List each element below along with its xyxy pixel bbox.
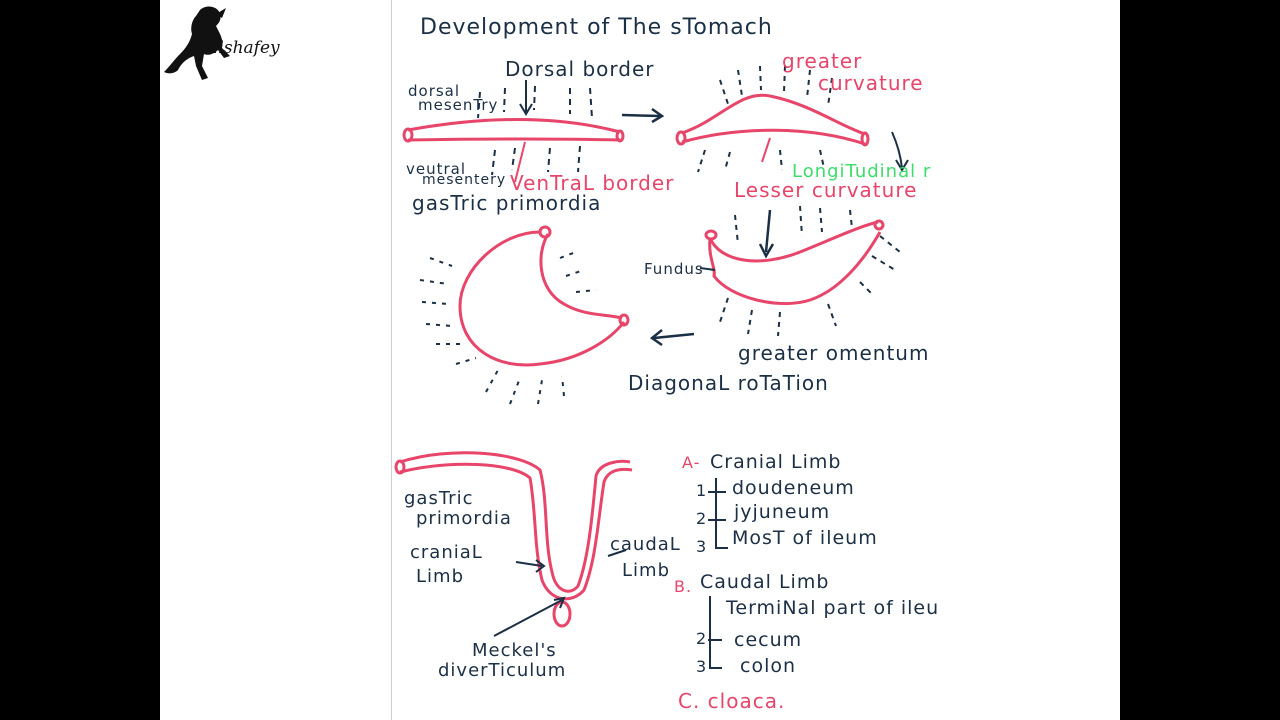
stomach-stage-2 (675, 93, 870, 147)
legend-a-num-1: 1 (696, 481, 707, 500)
midgut-caudal-limb-1: caudaL (610, 534, 681, 555)
greater-curvature-label-2: curvature (818, 71, 924, 95)
longitudinal-rotation-arrow-icon (891, 131, 909, 172)
midgut-cranial-limb-1: craniaL (410, 542, 483, 563)
stomach-midgut-drawing: Development of The sTomach Dorsal border… (394, 15, 939, 713)
stomach-stage-2-mesentery (697, 65, 833, 173)
fundus-pointer (699, 267, 716, 271)
legend-b-num-3: 3 (696, 657, 707, 676)
legend-b-item-3: colon (740, 655, 796, 677)
midgut-gastric-primordia-2: primordia (416, 508, 512, 529)
legend-b-num-2: 2 (696, 629, 707, 648)
midgut-loop (394, 451, 633, 628)
greater-omentum-label: greater omentum (738, 341, 929, 365)
lesser-curvature-label: Lesser curvature (734, 178, 917, 202)
dorsal-mesentery-label-1: dorsal (408, 82, 460, 100)
stomach-stage-4-mesentery (419, 251, 597, 405)
legend-a-num-2: 2 (696, 509, 707, 528)
elshafey-logo: Elshafey (160, 0, 290, 90)
fundus-label: Fundus (644, 260, 704, 278)
dorsal-border-label: Dorsal border (505, 57, 654, 81)
arrow-down-icon (758, 209, 775, 259)
horse-icon (164, 6, 230, 80)
legend-b-title: Caudal Limb (700, 571, 829, 593)
longitudinal-rotation-label: LongiTudinal r (792, 161, 931, 182)
dorsal-mesentery-label-2: mesenTry (418, 96, 498, 114)
midgut-pointers (493, 549, 627, 637)
ventral-mesentery-label-2: mesentery (422, 172, 506, 188)
greater-curvature-label-1: greater (782, 49, 862, 73)
logo-text: Elshafey (206, 38, 280, 58)
ventral-border-label: VenTraL border (510, 171, 674, 195)
legend-brackets (708, 478, 728, 669)
legend-a-item-3: MosT of ileum (732, 527, 878, 549)
stomach-stage-3 (704, 219, 885, 306)
stomach-stage-1 (402, 117, 625, 143)
ventral-mesentery-label-1: veutral (406, 160, 466, 178)
legend-a-title: Cranial Limb (710, 451, 841, 473)
stomach-stage-4 (458, 225, 630, 367)
legend-b-item-2: cecum (734, 629, 802, 651)
legend-a-marker: A- (682, 453, 700, 472)
dorsal-mesentery-lines (477, 85, 593, 176)
meckels-label-2: diverTiculum (438, 660, 566, 681)
legend-a-item-2: jyjuneum (733, 501, 830, 523)
legend-b-marker: B. (674, 577, 692, 596)
ventral-border-pointer (514, 141, 526, 183)
midgut-cranial-limb-2: Limb (416, 566, 464, 587)
page-title: Development of The sTomach (420, 15, 773, 40)
legend-b-item-1: TermiNal part of ileu (725, 597, 939, 619)
gastric-primordia-label: gasTric primordia (412, 191, 601, 215)
meckels-label-1: Meckel's (472, 640, 557, 661)
arrow-right-icon (621, 107, 665, 124)
arrow-left-icon (649, 329, 695, 347)
legend-a-item-1: doudeneum (732, 477, 855, 499)
legend-a-num-3: 3 (696, 537, 707, 556)
midgut-gastric-primordia-1: gasTric (404, 488, 473, 509)
midgut-caudal-limb-2: Limb (622, 560, 670, 581)
legend-c-label: C. cloaca. (678, 689, 785, 713)
diagonal-rotation-label: DiagonaL roTaTion (628, 371, 829, 395)
page-divider (391, 0, 392, 720)
stomach-stage-3-mesentery (719, 205, 901, 337)
whiteboard-page: Elshafey (160, 0, 1120, 720)
